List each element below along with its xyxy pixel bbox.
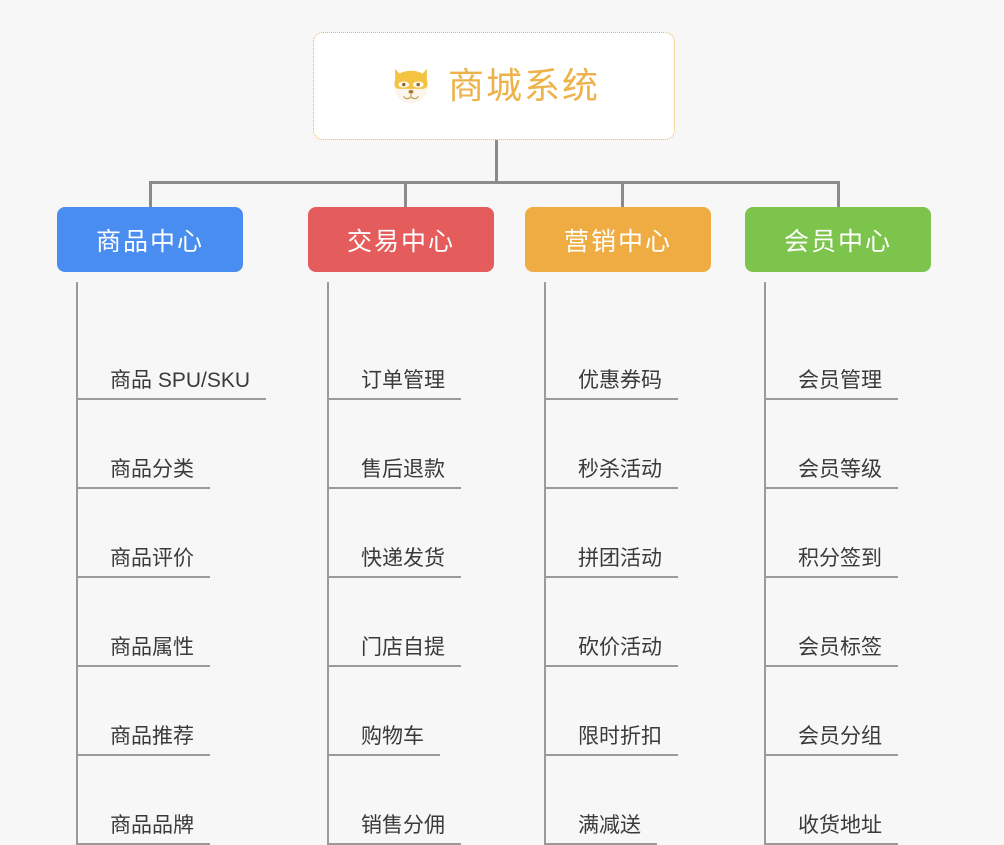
leaf-label: 会员分组 — [766, 725, 898, 756]
leaf-label: 销售分佣 — [329, 814, 461, 845]
category-label-4: 会员中心 — [783, 227, 892, 256]
leaf-label: 拼团活动 — [546, 547, 678, 578]
leaf-label: 购物车 — [329, 725, 440, 756]
leaf-label: 门店自提 — [329, 636, 461, 667]
leaf-item[interactable]: 会员等级 — [766, 400, 935, 489]
leaf-label: 商品分类 — [78, 458, 210, 489]
leaf-item[interactable]: 商品品牌 — [78, 756, 277, 845]
leaf-item[interactable]: 购物车 — [329, 667, 508, 756]
leaf-item[interactable]: 快递发货 — [329, 489, 508, 578]
leaf-label: 商品属性 — [78, 636, 210, 667]
connector-drop-1 — [149, 183, 152, 210]
leaf-item[interactable]: 销售分佣 — [329, 756, 508, 845]
leaf-label: 会员标签 — [766, 636, 898, 667]
leaf-item[interactable]: 会员分组 — [766, 667, 935, 756]
leaf-label: 订单管理 — [329, 369, 461, 400]
leaf-list-3: 优惠券码 秒杀活动 拼团活动 砍价活动 限时折扣 满减送 — [544, 282, 720, 845]
branch-column-3: 营销中心 优惠券码 秒杀活动 拼团活动 砍价活动 限时折扣 满减送 — [525, 207, 720, 845]
leaf-item[interactable]: 秒杀活动 — [546, 400, 720, 489]
leaf-label: 商品品牌 — [78, 814, 210, 845]
leaf-item[interactable]: 积分签到 — [766, 489, 935, 578]
leaf-item[interactable]: 售后退款 — [329, 400, 508, 489]
leaf-label: 商品评价 — [78, 547, 210, 578]
leaf-item[interactable]: 订单管理 — [329, 282, 508, 400]
connector-stem — [495, 140, 498, 183]
branch-column-1: 商品中心 商品 SPU/SKU 商品分类 商品评价 商品属性 商品推荐 商品品牌 — [57, 207, 277, 845]
leaf-item[interactable]: 优惠券码 — [546, 282, 720, 400]
category-label-2: 交易中心 — [346, 227, 455, 256]
leaf-label: 商品 SPU/SKU — [78, 369, 267, 400]
root-title: 商城系统 — [447, 65, 600, 106]
leaf-item[interactable]: 拼团活动 — [546, 489, 720, 578]
leaf-item[interactable]: 收货地址 — [766, 756, 935, 845]
leaf-label: 积分签到 — [766, 547, 898, 578]
dog-face-icon — [394, 68, 428, 104]
leaf-item[interactable]: 商品分类 — [78, 400, 277, 489]
connector-drop-3 — [621, 183, 624, 210]
leaf-item[interactable]: 商品 SPU/SKU — [78, 282, 277, 400]
leaf-label: 秒杀活动 — [546, 458, 678, 489]
leaf-label: 会员等级 — [766, 458, 898, 489]
leaf-label: 会员管理 — [766, 369, 898, 400]
leaf-item[interactable]: 砍价活动 — [546, 578, 720, 667]
branch-column-2: 交易中心 订单管理 售后退款 快递发货 门店自提 购物车 销售分佣 — [308, 207, 508, 845]
leaf-item[interactable]: 会员管理 — [766, 282, 935, 400]
branch-column-4: 会员中心 会员管理 会员等级 积分签到 会员标签 会员分组 收货地址 — [745, 207, 935, 845]
root-node[interactable]: 商城系统 — [313, 32, 675, 140]
leaf-list-2: 订单管理 售后退款 快递发货 门店自提 购物车 销售分佣 — [327, 282, 508, 845]
leaf-item[interactable]: 满减送 — [546, 756, 720, 845]
category-header-1[interactable]: 商品中心 — [57, 207, 243, 272]
connector-drop-2 — [404, 183, 407, 210]
category-label-3: 营销中心 — [563, 227, 672, 256]
leaf-item[interactable]: 商品推荐 — [78, 667, 277, 756]
leaf-label: 满减送 — [546, 814, 657, 845]
leaf-label: 优惠券码 — [546, 369, 678, 400]
leaf-list-1: 商品 SPU/SKU 商品分类 商品评价 商品属性 商品推荐 商品品牌 — [76, 282, 277, 845]
category-header-4[interactable]: 会员中心 — [745, 207, 931, 272]
leaf-label: 收货地址 — [766, 814, 898, 845]
leaf-item[interactable]: 商品属性 — [78, 578, 277, 667]
leaf-label: 快递发货 — [329, 547, 461, 578]
connector-drop-4 — [837, 183, 840, 210]
leaf-label: 售后退款 — [329, 458, 461, 489]
leaf-label: 砍价活动 — [546, 636, 678, 667]
category-label-1: 商品中心 — [95, 227, 204, 256]
category-header-3[interactable]: 营销中心 — [525, 207, 711, 272]
leaf-item[interactable]: 会员标签 — [766, 578, 935, 667]
leaf-item[interactable]: 商品评价 — [78, 489, 277, 578]
leaf-item[interactable]: 限时折扣 — [546, 667, 720, 756]
leaf-list-4: 会员管理 会员等级 积分签到 会员标签 会员分组 收货地址 — [764, 282, 935, 845]
connector-bus — [149, 181, 840, 184]
category-header-2[interactable]: 交易中心 — [308, 207, 494, 272]
leaf-item[interactable]: 门店自提 — [329, 578, 508, 667]
leaf-label: 限时折扣 — [546, 725, 678, 756]
leaf-label: 商品推荐 — [78, 725, 210, 756]
